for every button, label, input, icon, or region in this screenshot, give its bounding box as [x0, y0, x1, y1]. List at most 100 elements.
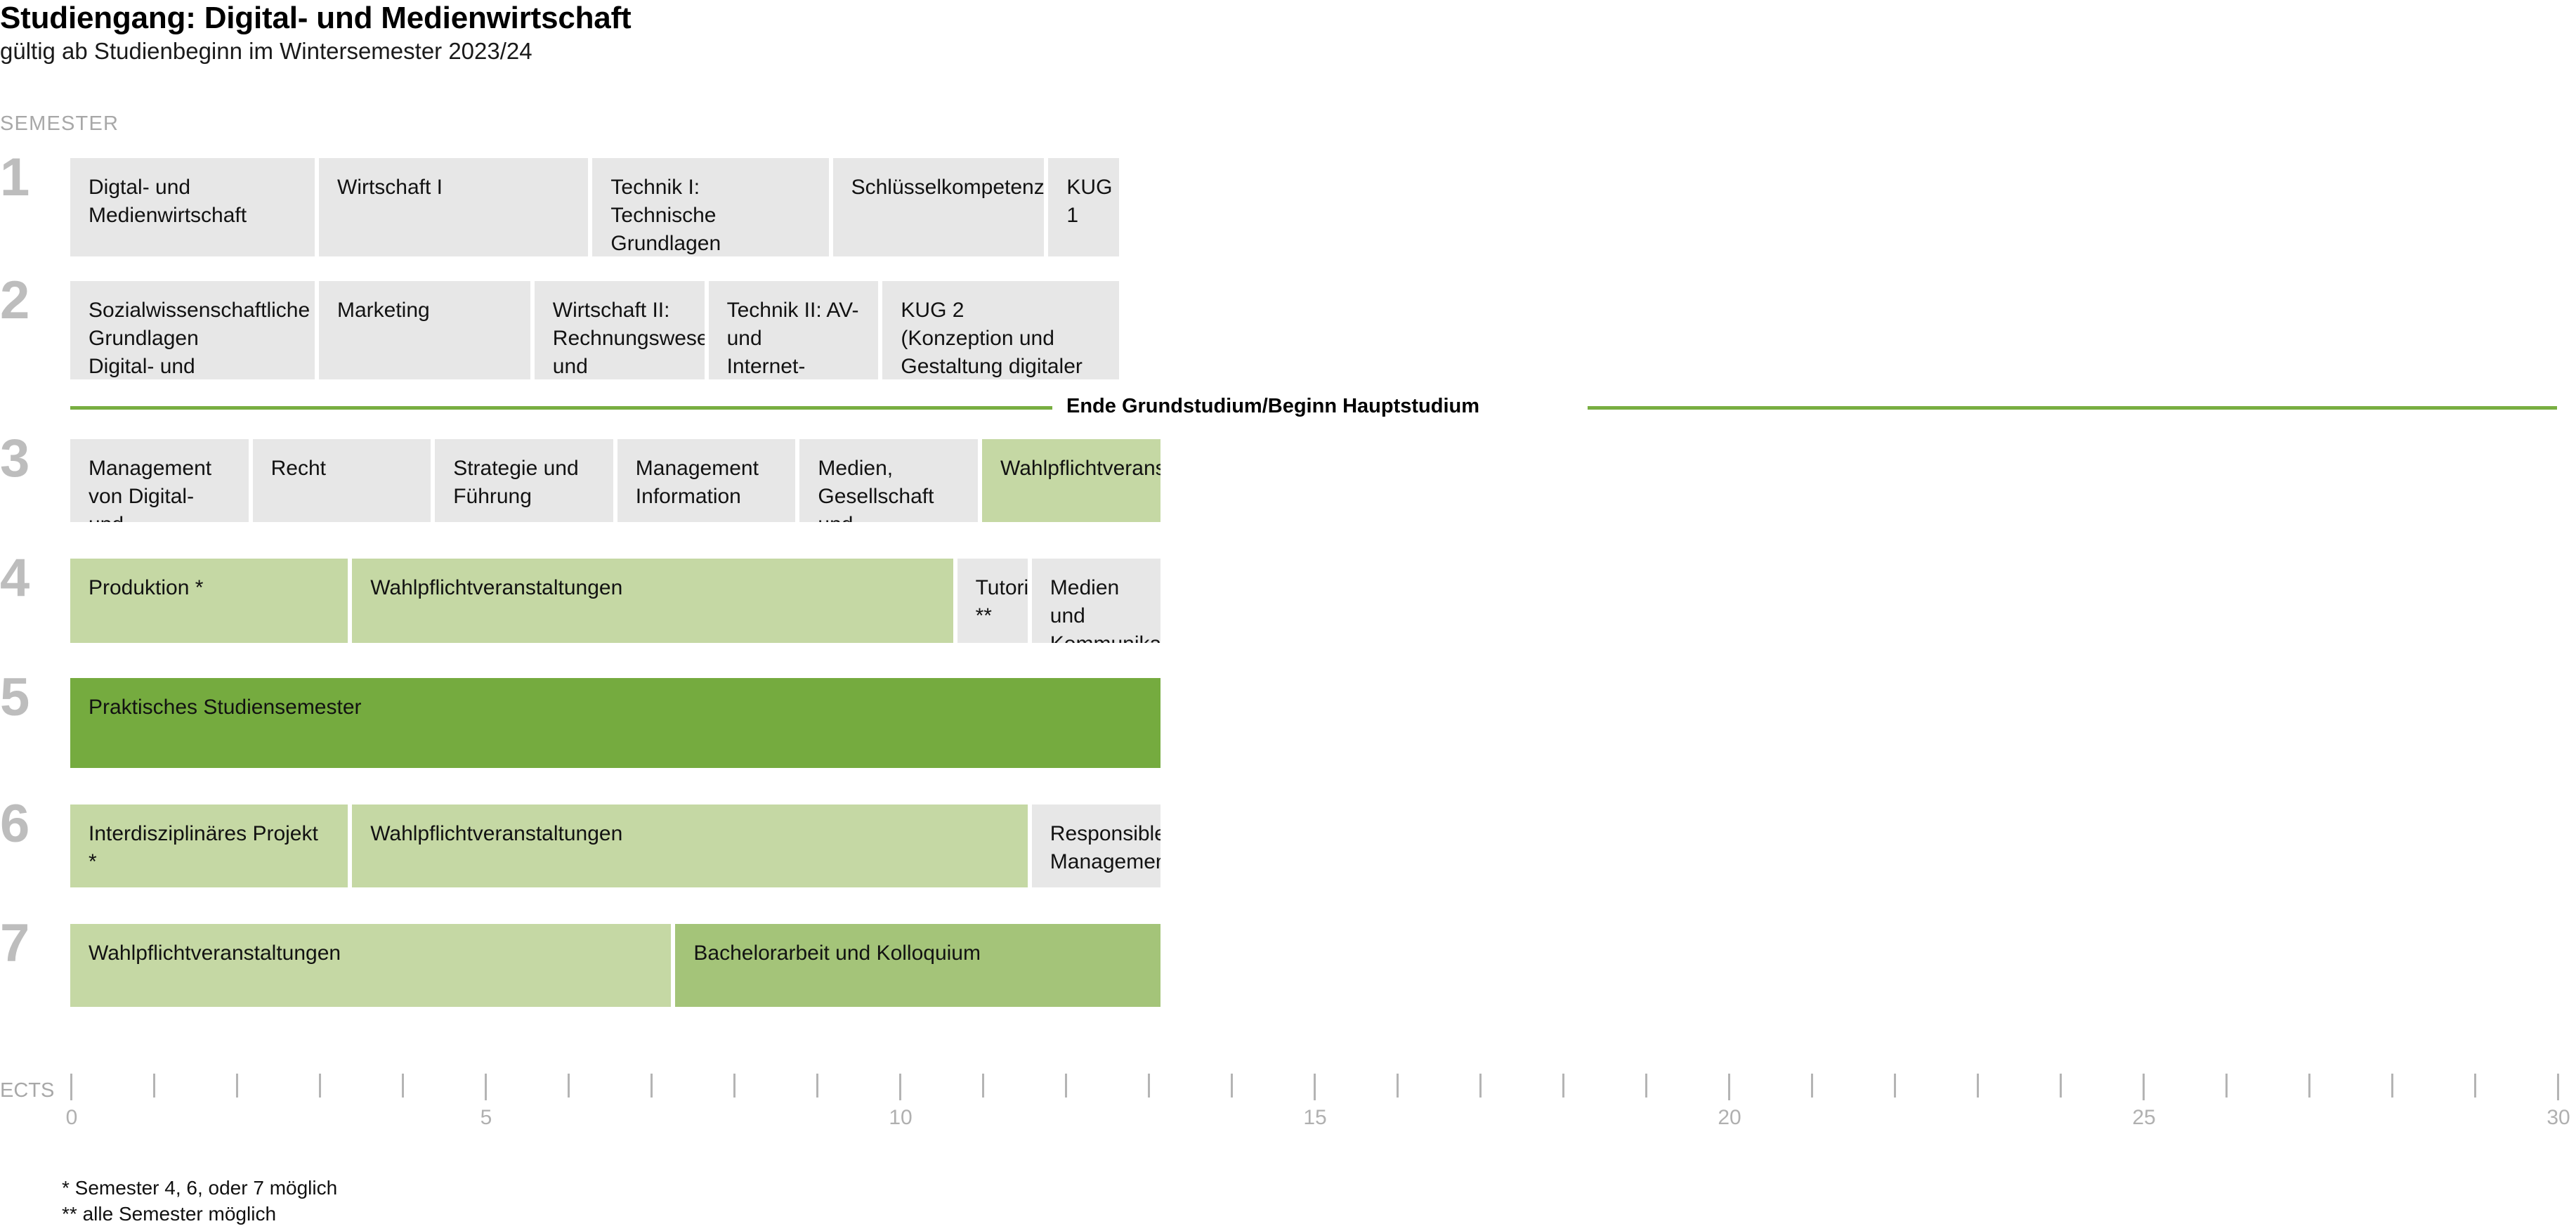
module-block: Tutorium **: [957, 559, 1028, 643]
page-subtitle: gültig ab Studienbeginn im Wintersemeste…: [0, 37, 532, 64]
axis-tick: [1811, 1074, 1813, 1098]
module-label: Marketing: [337, 299, 430, 322]
module-block: Wahlpflichtveranstaltungen: [352, 559, 953, 643]
module-label: Technik I: Technische Grundlagen Digital…: [610, 176, 721, 255]
axis-tick: [1148, 1074, 1150, 1098]
module-label: Wirtschaft II: Rechnungswesen und Kosten…: [552, 299, 705, 378]
module-block: Strategie und Führung: [435, 439, 613, 522]
module-label: Interdisziplinäres Projekt *: [89, 822, 318, 873]
module-block: Wahlpflichtveranstaltungen: [352, 805, 1028, 887]
header: Studiengang: Digital- und Medienwirtscha…: [0, 1, 632, 64]
semester-number: 5: [0, 667, 30, 727]
module-block: Medien, Gesellschaft und Analyse: [799, 439, 978, 522]
module-label: Wahlpflichtveranstaltungen: [89, 942, 341, 965]
axis-tick-label: 25: [2132, 1106, 2156, 1129]
module-block: Recht: [252, 439, 431, 522]
axis-tick: [733, 1074, 735, 1098]
footnote: ** alle Semester möglich: [62, 1203, 277, 1225]
semester-number: 4: [0, 548, 30, 608]
module-label: Praktisches Studiensemester: [89, 696, 362, 719]
module-block: Technik II: AV- und Internet-Technik: [708, 281, 879, 379]
module-label: KUG 1: [1066, 176, 1113, 227]
axis-tick: [2391, 1074, 2393, 1098]
page-title: Studiengang: Digital- und Medienwirtscha…: [0, 1, 632, 35]
module-block: Management von Digital- und Medienprojek…: [70, 439, 249, 522]
divider-label: Ende Grundstudium/Beginn Hauptstudium: [1066, 395, 1480, 417]
axis-tick: [2308, 1074, 2310, 1098]
module-label: Management Information: [635, 457, 759, 508]
axis-tick: [2557, 1074, 2559, 1100]
axis-tick: [2060, 1074, 2062, 1098]
module-label: Digtal- und Medienwirtschaft: [89, 176, 247, 227]
axis-tick: [816, 1074, 818, 1098]
axis-tick: [1479, 1074, 1482, 1098]
axis-tick-label: 30: [2546, 1106, 2570, 1129]
module-block: Responsible Management: [1031, 805, 1160, 887]
axis-tick-label: 15: [1303, 1106, 1327, 1129]
module-block: Wirtschaft I: [319, 158, 589, 256]
axis-tick: [2225, 1074, 2228, 1098]
module-block: Marketing: [319, 281, 530, 379]
semester-number: 1: [0, 148, 30, 207]
module-block: KUG 1: [1048, 158, 1119, 256]
grundstudium-divider: Ende Grundstudium/Beginn Hauptstudium: [0, 395, 2576, 419]
axis-tick-label: 5: [480, 1106, 492, 1129]
module-block: Wirtschaft II: Rechnungswesen und Kosten…: [534, 281, 705, 379]
axis-tick: [2143, 1074, 2145, 1100]
module-label: Responsible Management: [1050, 822, 1160, 873]
axis-tick: [1231, 1074, 1233, 1098]
axis-tick: [485, 1074, 487, 1100]
axis-tick: [1728, 1074, 1730, 1100]
axis-tick: [568, 1074, 570, 1098]
module-block: Wahlpflichtveranstaltungen: [70, 924, 672, 1007]
module-label: Produktion *: [89, 576, 204, 599]
axis-tick: [1562, 1074, 1564, 1098]
axis-tick: [1645, 1074, 1647, 1098]
module-label: Tutorium **: [975, 576, 1028, 627]
module-block: Technik I: Technische Grundlagen Digital…: [592, 158, 829, 256]
axis-tick: [982, 1074, 984, 1098]
semester-number: 6: [0, 794, 30, 854]
module-block: Digtal- und Medienwirtschaft: [70, 158, 315, 256]
axis-tick: [1065, 1074, 1067, 1098]
module-label: Medien und Kommunikation: [1050, 576, 1160, 643]
module-label: Wahlpflichtveranstaltungen: [370, 576, 623, 599]
axis-tick: [236, 1074, 238, 1098]
module-block: Interdisziplinäres Projekt *: [70, 805, 348, 887]
axis-tick: [153, 1074, 155, 1098]
axis-tick: [1314, 1074, 1316, 1100]
divider-line-right: [1588, 406, 2557, 410]
module-label: Wahlpflichtveranstaltungen: [1000, 457, 1160, 480]
module-block: Praktisches Studiensemester: [70, 678, 1160, 768]
module-label: Wahlpflichtveranstaltungen: [370, 822, 623, 845]
module-label: Technik II: AV- und Internet-Technik: [726, 299, 859, 378]
axis-tick: [319, 1074, 321, 1098]
module-block: Medien und Kommunikation: [1031, 559, 1160, 643]
module-label: Recht: [270, 457, 326, 480]
axis-tick: [1977, 1074, 1979, 1098]
axis-tick: [650, 1074, 653, 1098]
axis-tick: [899, 1074, 901, 1100]
axis-tick: [2474, 1074, 2476, 1098]
module-label: Medien, Gesellschaft und Analyse: [818, 457, 934, 522]
footnotes: * Semester 4, 6, oder 7 möglich** alle S…: [62, 1175, 337, 1227]
module-label: Management von Digital- und Medienprojek…: [89, 457, 212, 522]
module-block: KUG 2 (Konzeption und Gestaltung digital…: [882, 281, 1119, 379]
axis-tick-label: 10: [889, 1106, 913, 1129]
module-label: KUG 2 (Konzeption und Gestaltung digital…: [901, 299, 1083, 378]
axis-tick: [1397, 1074, 1399, 1098]
axis-tick: [1894, 1074, 1896, 1098]
module-block: Sozialwissenschaftliche Grundlagen Digit…: [70, 281, 315, 379]
module-label: Schlüsselkompetenzen: [851, 176, 1045, 199]
semester-number: 2: [0, 271, 30, 330]
ects-axis-caption: ECTS: [0, 1079, 55, 1102]
module-label: Bachelorarbeit und Kolloquium: [693, 942, 981, 965]
semester-axis-caption: SEMESTER: [0, 112, 119, 135]
module-block: Schlüsselkompetenzen: [832, 158, 1045, 256]
module-block: Management Information: [617, 439, 796, 522]
axis-tick-label: 0: [65, 1106, 78, 1129]
module-label: Sozialwissenschaftliche Grundlagen Digit…: [89, 299, 310, 378]
